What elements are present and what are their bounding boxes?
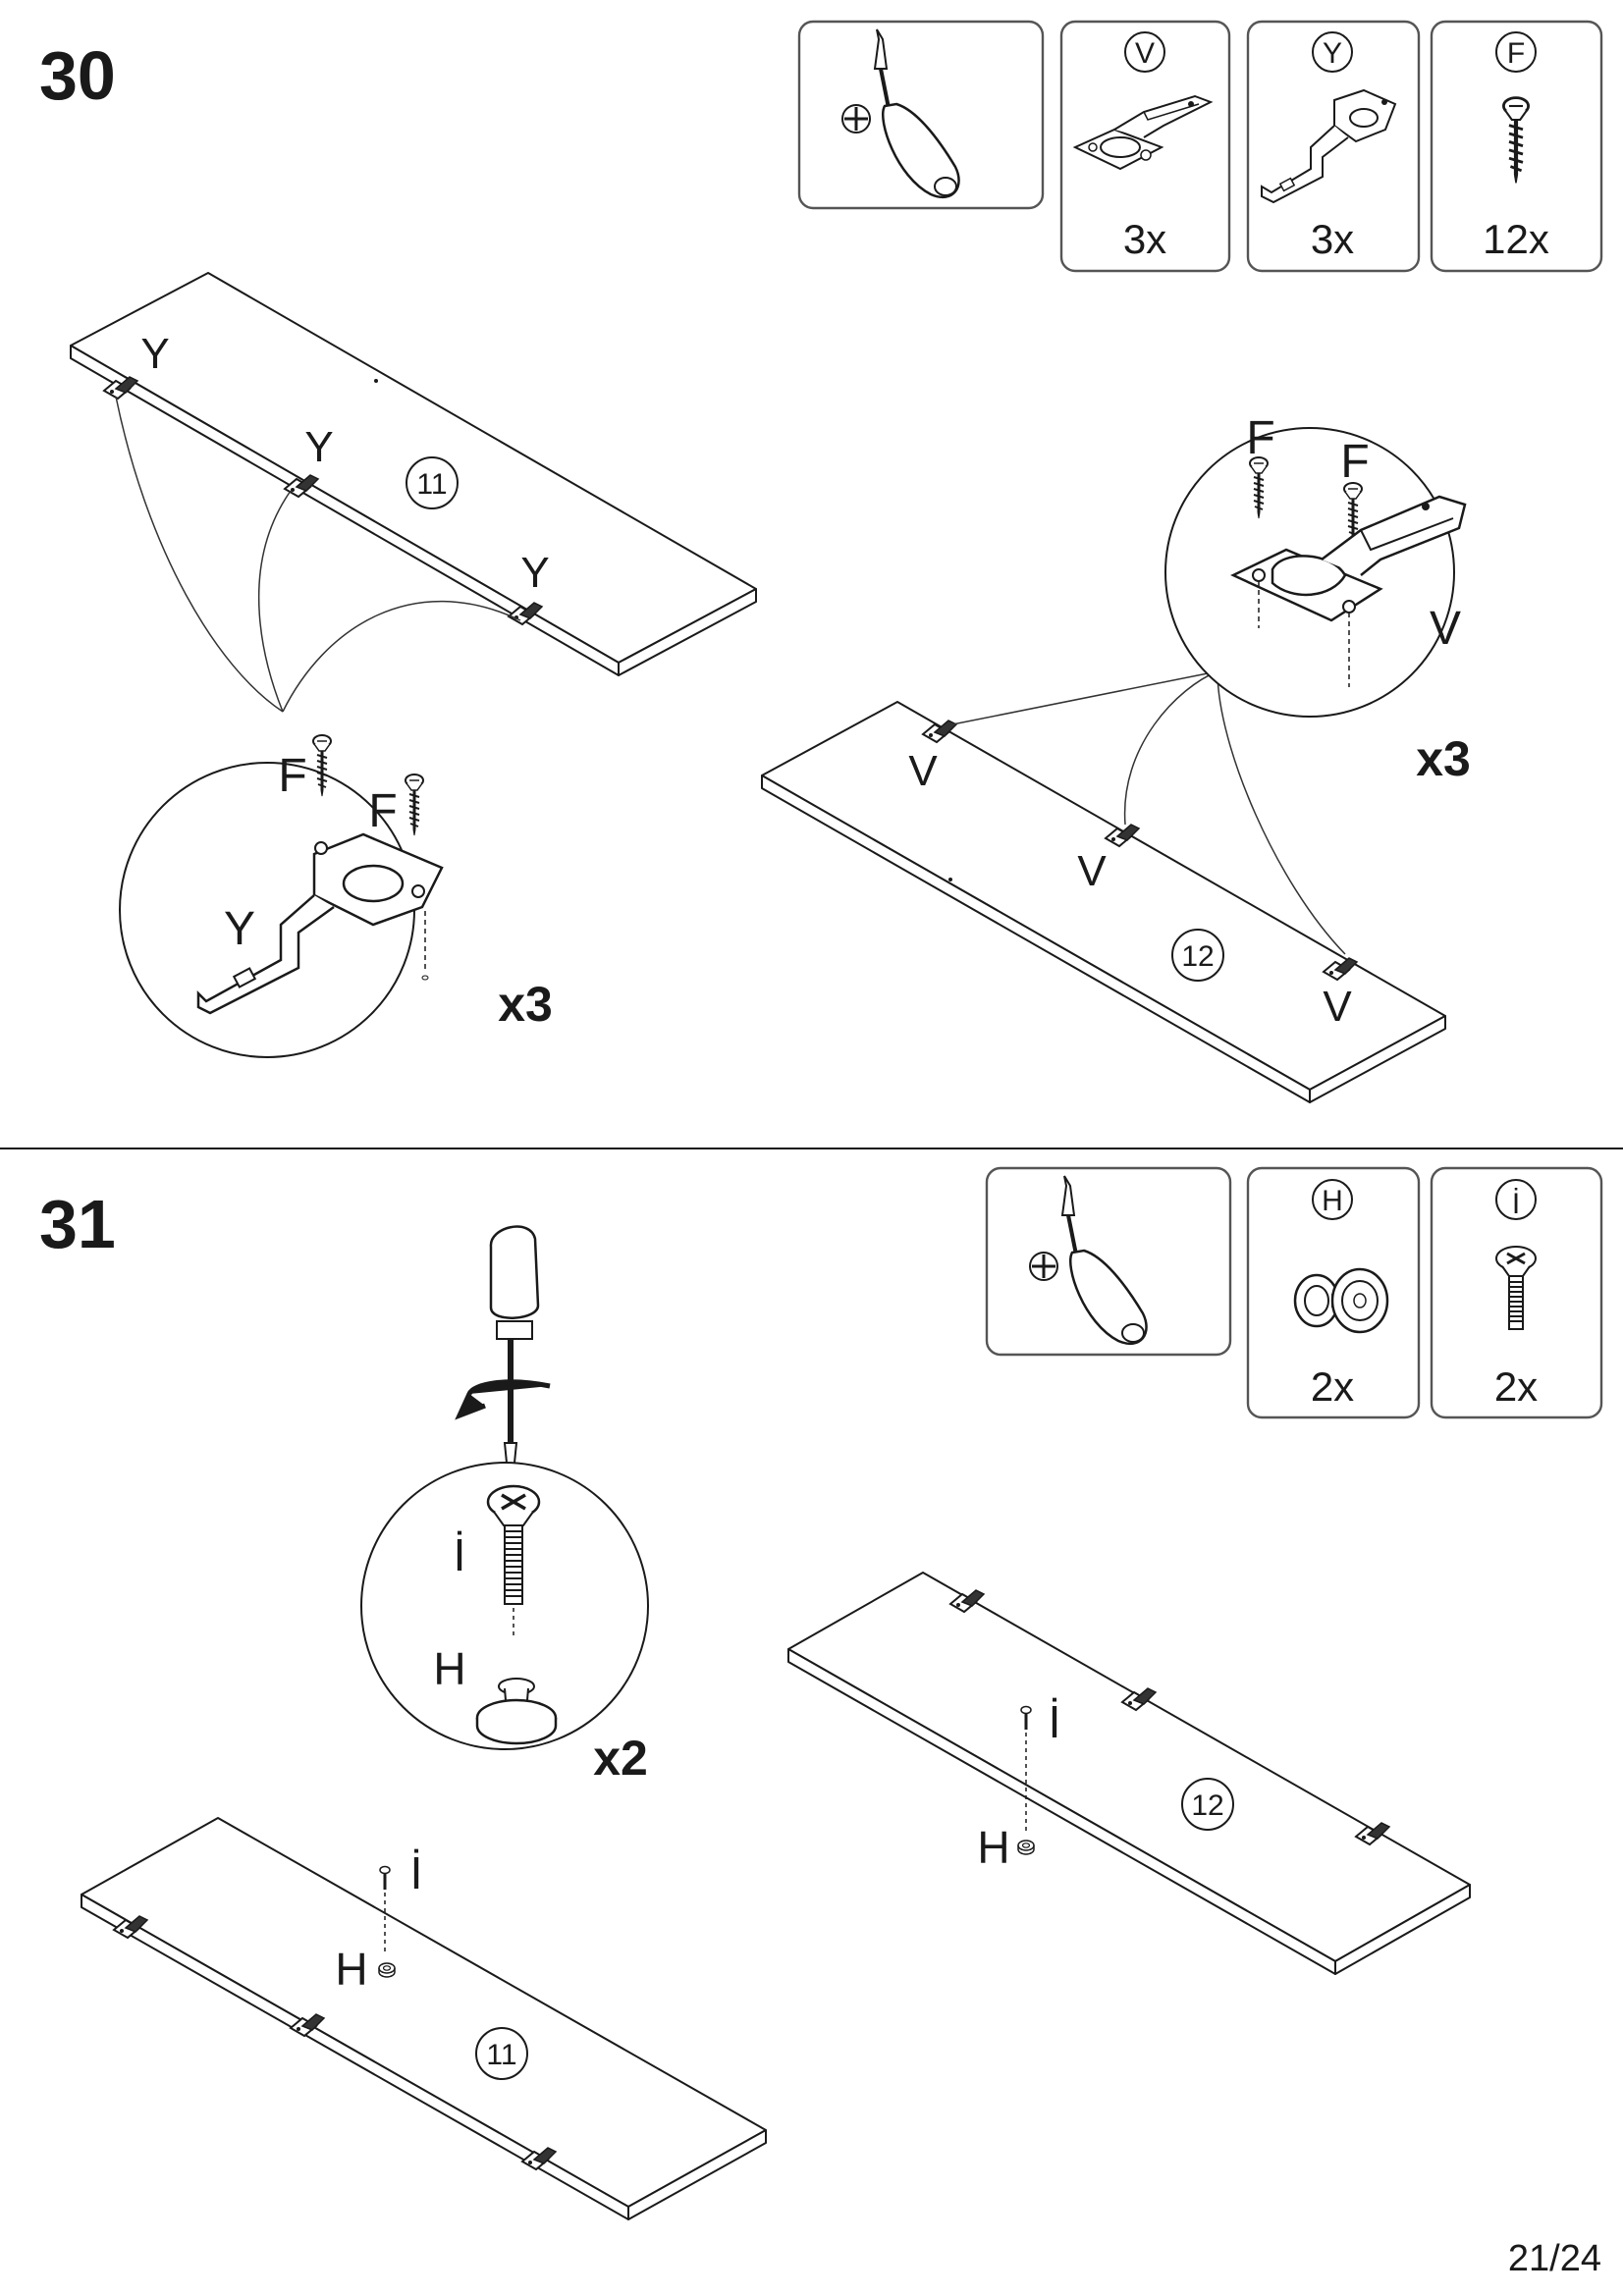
part-count-F: 12x [1483, 216, 1549, 262]
knob-icon [1293, 1267, 1389, 1334]
part-id-F: F [1507, 37, 1525, 70]
part-box-V: V 3x [1059, 20, 1231, 273]
step31-panel-11: 11 İ H [81, 1817, 767, 2220]
screwdriver-vertical [455, 1225, 551, 1486]
part-count-H: 2x [1311, 1363, 1354, 1410]
part-id-I: İ [1512, 1188, 1520, 1220]
machine-screw-icon [1495, 1246, 1537, 1330]
step-30-number: 30 [39, 37, 116, 114]
panel-label-12: 12 [1181, 940, 1214, 973]
repeat-x3-left: x3 [498, 977, 553, 1032]
panel-label-11-b: 11 [486, 2039, 516, 2071]
repeat-x3-right: x3 [1416, 731, 1471, 786]
label-H-1: H [335, 1944, 367, 1995]
page-number: 21/24 [1507, 2238, 1601, 2279]
panel-label-11: 11 [416, 468, 447, 501]
hinge-cup-icon [1072, 94, 1214, 171]
label-V-2: V [1077, 847, 1107, 895]
step30-tool-box [797, 20, 1045, 210]
label-I-callout: İ [454, 1529, 466, 1580]
callout-hinge-Y: F F Y x3 [119, 733, 553, 1058]
step30-panel-11: 11 Y Y Y [70, 272, 757, 713]
step31-panel-12: 12 İ H [787, 1572, 1471, 1975]
label-V-1: V [908, 747, 938, 795]
part-box-I: İ 2x [1430, 1166, 1603, 1419]
label-H-callout: H [433, 1643, 465, 1694]
part-count-V: 3x [1123, 216, 1166, 262]
panel-label-12-b: 12 [1191, 1789, 1223, 1822]
step31-tool-box [985, 1166, 1232, 1357]
part-box-H: H 2x [1246, 1166, 1421, 1419]
label-F-2: F [368, 785, 397, 837]
step30-panel-12: 12 V V V [761, 670, 1446, 1103]
label-V-3: V [1323, 983, 1352, 1031]
label-F-1: F [278, 750, 306, 802]
label-H-2: H [977, 1822, 1009, 1873]
hinge-arm-icon [1261, 88, 1397, 204]
repeat-x2: x2 [593, 1731, 648, 1786]
label-Y-3: Y [520, 549, 549, 597]
label-I-2: İ [1049, 1696, 1061, 1747]
label-Y-1: Y [140, 330, 169, 378]
part-id-Y: Y [1323, 37, 1342, 70]
part-count-Y: 3x [1311, 216, 1354, 262]
label-V-callout: V [1430, 603, 1461, 655]
label-I-1: İ [410, 1847, 423, 1898]
label-Y-callout: Y [224, 903, 255, 955]
label-Y-2: Y [304, 423, 333, 471]
part-box-Y: Y 3x [1246, 20, 1421, 273]
step31-detail: İ H x2 [360, 1225, 649, 1786]
part-id-H: H [1322, 1185, 1343, 1217]
label-F-4: F [1340, 436, 1369, 488]
step-31-number: 31 [39, 1186, 116, 1262]
callout-hinge-V: F F V x3 [1164, 412, 1471, 786]
part-box-F: F 12x [1430, 20, 1603, 273]
part-count-I: 2x [1494, 1363, 1538, 1410]
label-F-3: F [1246, 412, 1274, 464]
part-id-V: V [1135, 37, 1155, 70]
